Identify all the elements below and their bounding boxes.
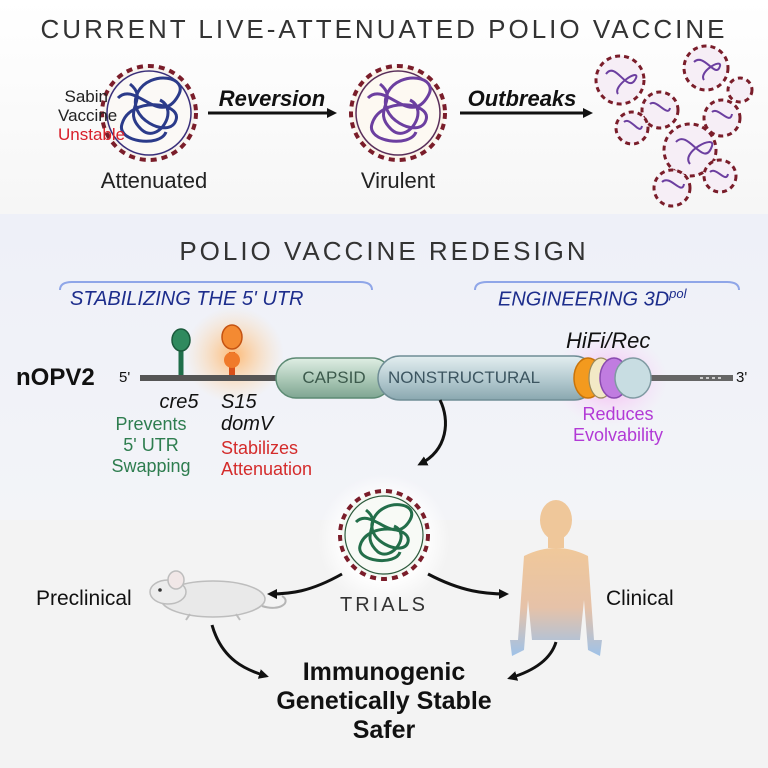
sabin-vaccine-label: Sabin Vaccine Unstable bbox=[58, 87, 126, 144]
3dpol-domains-icon bbox=[573, 357, 652, 399]
to-preclinical-arrow bbox=[267, 572, 343, 599]
attenuated-virion-icon bbox=[100, 64, 198, 162]
pol-bracket bbox=[474, 281, 740, 291]
s15-text: S15 bbox=[221, 391, 257, 413]
capsid-label: CAPSID bbox=[302, 368, 366, 387]
mouse-icon bbox=[149, 570, 287, 621]
pol-header-main: ENGINEERING 3D bbox=[498, 288, 670, 311]
reduces-label: Reduces Evolvability bbox=[548, 404, 688, 446]
s15-domv-stemloop-icon bbox=[221, 324, 243, 375]
hifi-rec-label: HiFi/Rec bbox=[566, 328, 651, 353]
outbreak-rna-icon bbox=[605, 58, 733, 189]
utr-header: STABILIZING THE 5' UTR bbox=[70, 288, 304, 310]
s15-domv-label: S15 domV bbox=[221, 391, 273, 435]
stabilizes-line-2: Attenuation bbox=[221, 459, 313, 479]
vaccine-text: Vaccine bbox=[58, 106, 118, 125]
trials-label: TRIALS bbox=[339, 594, 429, 616]
nonstructural-label: NONSTRUCTURAL bbox=[388, 368, 541, 387]
preclinical-label: Preclinical bbox=[36, 587, 132, 610]
prevents-line-3: Swapping bbox=[111, 456, 191, 476]
to-clinical-arrow bbox=[427, 572, 509, 599]
clinical-label: Clinical bbox=[606, 587, 674, 610]
clinical-to-outcome-arrow bbox=[507, 641, 558, 681]
outcome-safer: Safer bbox=[352, 716, 416, 744]
stabilizes-line-1: Stabilizes bbox=[221, 438, 299, 458]
unstable-text: Unstable bbox=[58, 125, 126, 144]
reversion-label: Reversion bbox=[218, 86, 326, 111]
nopv2-virion-icon bbox=[338, 489, 430, 581]
three-prime-label: 3' bbox=[736, 369, 748, 386]
five-prime-label: 5' bbox=[119, 369, 131, 386]
cre5-label: cre5 bbox=[159, 391, 199, 413]
genome-to-trials-arrow bbox=[417, 399, 447, 466]
reduces-line-2: Evolvability bbox=[572, 425, 664, 445]
virulent-virion-icon bbox=[349, 64, 447, 162]
prevents-line-1: Prevents bbox=[115, 414, 187, 434]
preclinical-to-outcome-arrow bbox=[210, 624, 269, 679]
prevents-label: Prevents 5' UTR Swapping bbox=[86, 414, 216, 477]
virulent-label: Virulent bbox=[360, 168, 436, 193]
outcomes-block: Immunogenic Genetically Stable Safer bbox=[184, 658, 584, 745]
reduces-line-1: Reduces bbox=[582, 404, 654, 424]
redesign-title: POLIO VACCINE REDESIGN bbox=[179, 236, 589, 266]
pol-header-sup: pol bbox=[669, 286, 687, 301]
sabin-text: Sabin bbox=[64, 87, 108, 106]
utr-bracket bbox=[59, 281, 373, 291]
outbreaks-label: Outbreaks bbox=[467, 86, 577, 111]
outcome-immunogenic: Immunogenic bbox=[302, 658, 466, 686]
outbreak-virions-icon bbox=[594, 44, 754, 208]
prevents-line-2: 5' UTR bbox=[123, 435, 179, 455]
outcome-genetically-stable: Genetically Stable bbox=[276, 687, 492, 715]
cre5-stemloop-icon bbox=[171, 328, 191, 375]
current-vaccine-title: CURRENT LIVE-ATTENUATED POLIO VACCINE bbox=[40, 14, 728, 44]
pol-header: ENGINEERING 3Dpol bbox=[498, 286, 687, 312]
domv-text: domV bbox=[221, 413, 274, 435]
attenuated-label: Attenuated bbox=[100, 168, 208, 193]
human-figure-icon bbox=[510, 500, 602, 656]
nopv2-label: nOPV2 bbox=[16, 364, 95, 391]
stabilizes-label: Stabilizes Attenuation bbox=[221, 438, 312, 480]
